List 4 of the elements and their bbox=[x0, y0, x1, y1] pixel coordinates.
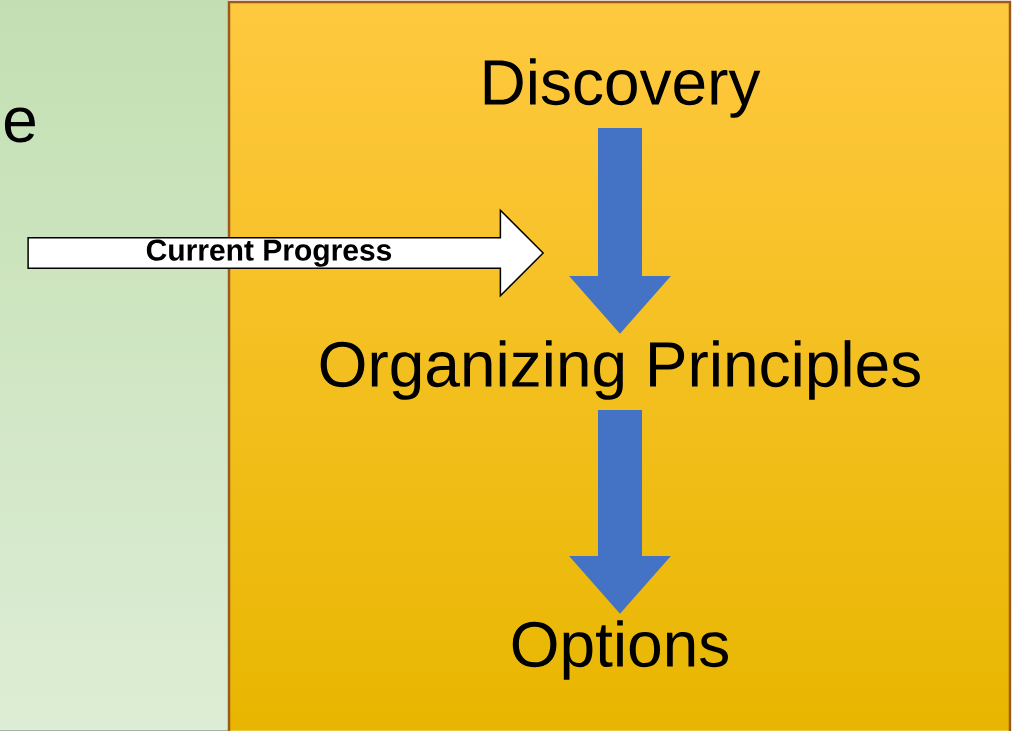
stage-label: Discovery bbox=[484, 58, 761, 118]
heading-fragment: e bbox=[4, 107, 35, 143]
stage-label: Organizing Principles bbox=[320, 340, 920, 400]
stage-label: Options bbox=[512, 620, 728, 680]
